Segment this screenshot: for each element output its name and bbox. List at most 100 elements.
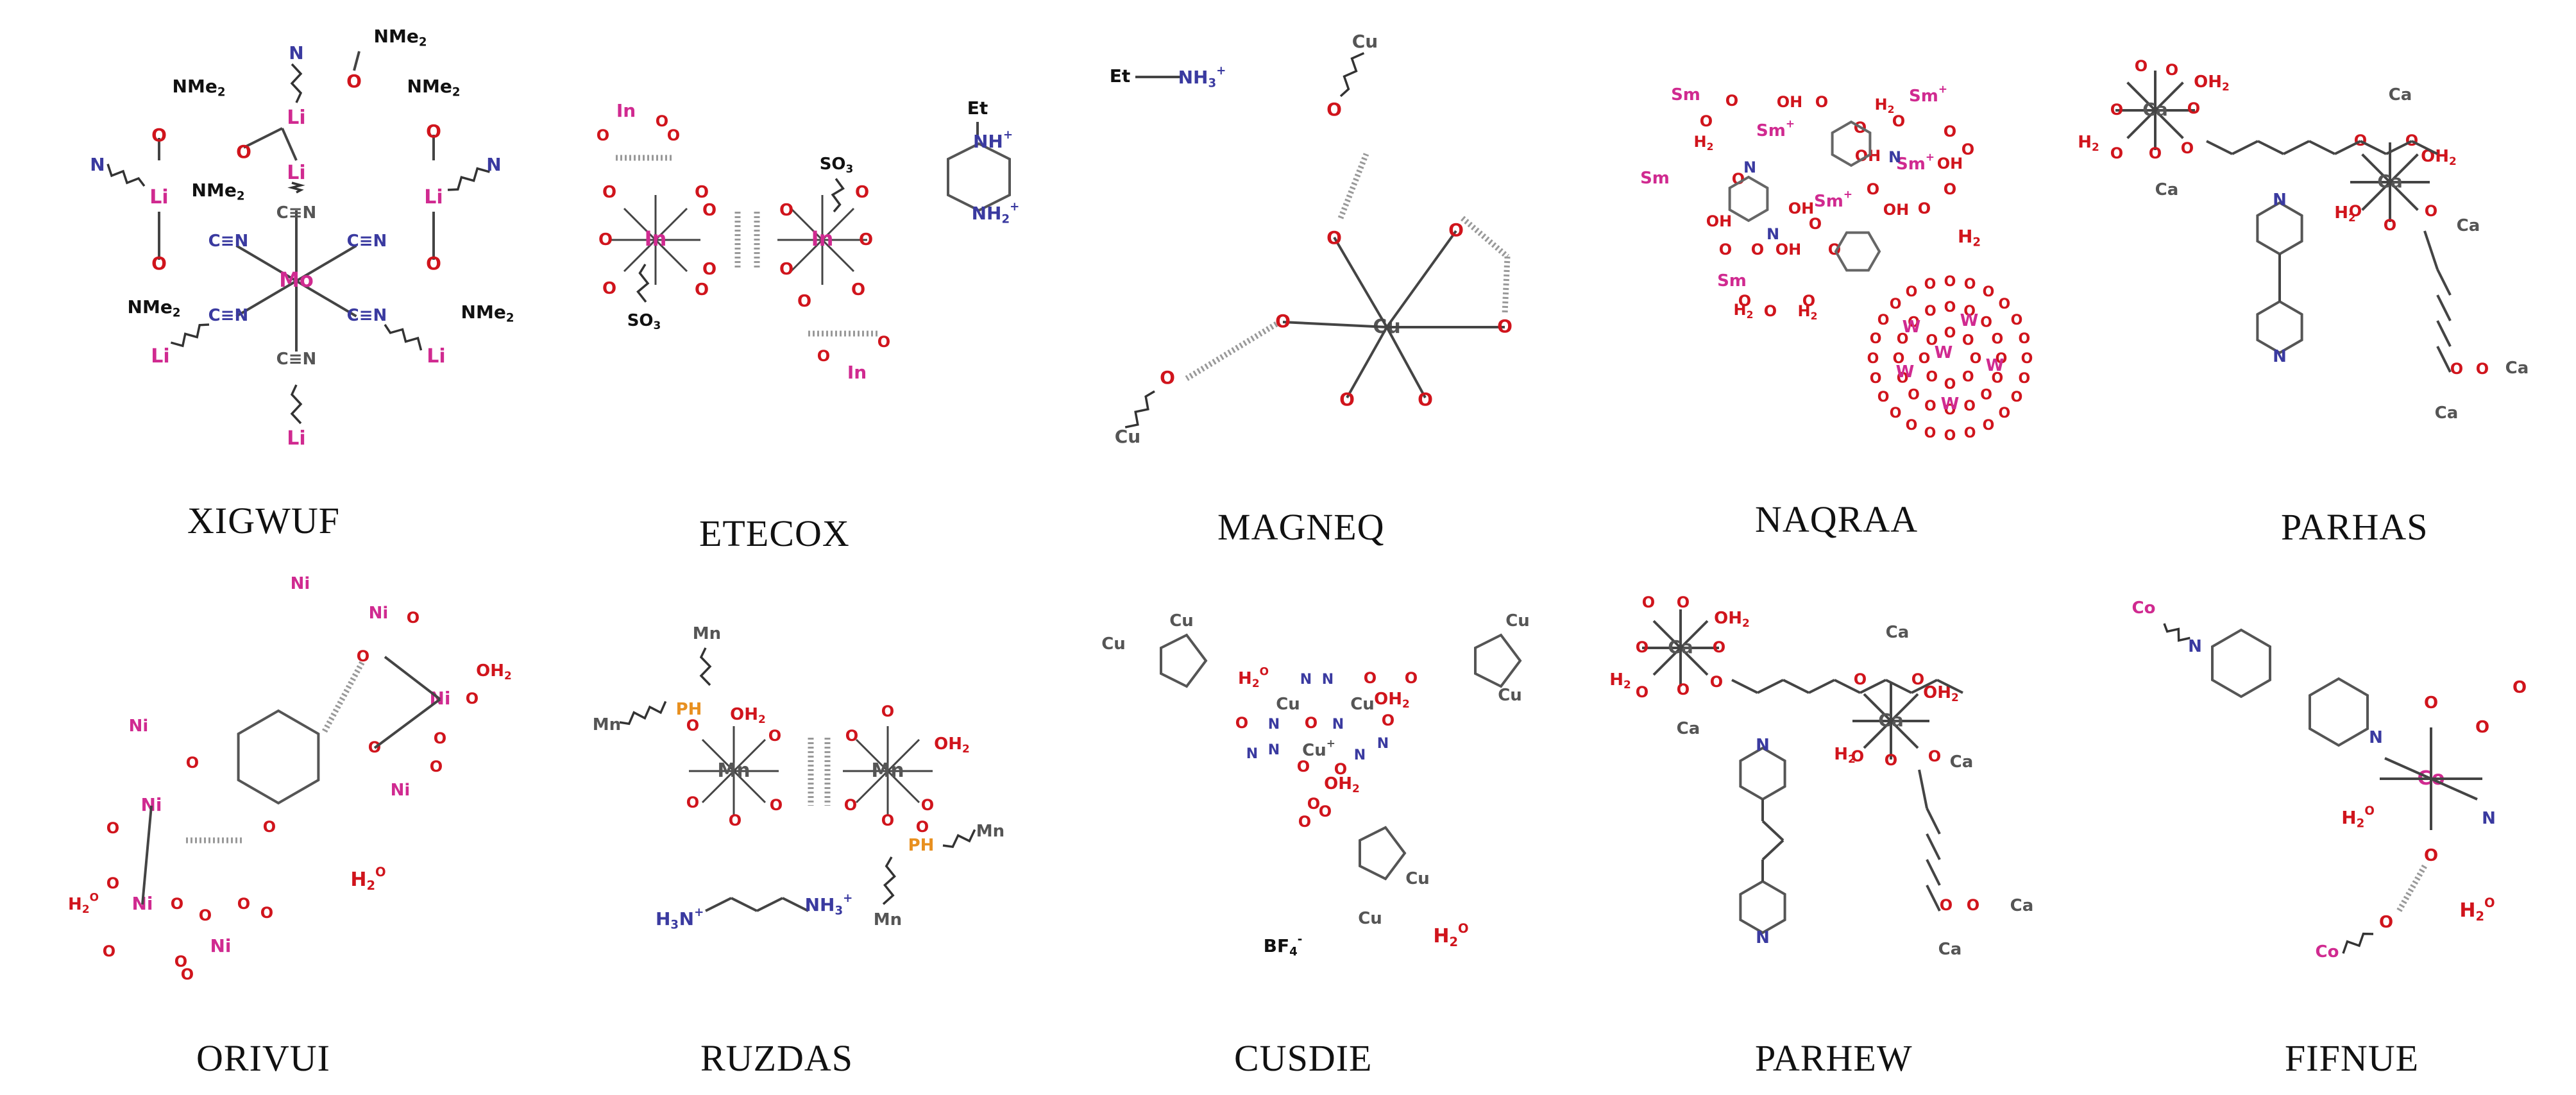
atom-label: O — [1980, 387, 1992, 403]
caption-magneq: MAGNEQ — [1217, 506, 1385, 548]
atom-label: O — [407, 609, 419, 627]
atom-label: O — [1897, 331, 1909, 347]
atom-label: O — [1298, 813, 1311, 831]
atom-label: O — [1964, 425, 1976, 441]
atom-label: C≡N — [347, 306, 387, 325]
aromatic-ring — [2309, 677, 2369, 747]
atom-label: O — [2384, 216, 2396, 234]
bond — [782, 897, 809, 912]
atom-label: C≡N — [276, 350, 317, 369]
atom-label: Ca — [2505, 359, 2529, 378]
atom-label: O — [1944, 274, 1956, 290]
atom-label: NMe2 — [407, 76, 461, 99]
bond — [2396, 864, 2427, 913]
atom-label: O — [1897, 371, 1909, 387]
atom-label: O — [1970, 351, 1982, 367]
bond — [1890, 720, 1919, 749]
aromatic-ring — [2211, 628, 2271, 699]
wavy-bond — [882, 856, 897, 905]
atom-label: O — [2019, 331, 2031, 347]
bond — [790, 239, 824, 273]
bond — [1918, 769, 1928, 809]
atom-label: O — [1992, 331, 2004, 347]
bond — [2436, 320, 2452, 347]
atom-label: OH2 — [730, 705, 766, 726]
atom-label: O — [426, 253, 441, 274]
atom-label: O — [2135, 57, 2148, 75]
atom-label: N — [90, 154, 105, 175]
atom-label: O — [881, 811, 894, 829]
atom-label: NMe2 — [173, 76, 226, 99]
atom-label: O — [1851, 747, 1864, 765]
atom-label: O — [2181, 139, 2194, 157]
bond — [1783, 679, 1809, 694]
wavy-bond — [287, 182, 305, 194]
atom-label: O — [1885, 751, 1897, 769]
atom-label: O — [430, 758, 443, 776]
atom-label: H2 — [1694, 133, 1714, 153]
structure-orivui: NiNiNiNiNiNiNiNiOOOOOOOOOOOOOOOOOOH2H2OH… — [68, 574, 512, 984]
atom-label: N — [1888, 148, 1901, 166]
atom-label: N — [1756, 928, 1770, 947]
bond — [1502, 256, 1511, 315]
wavy-bond — [942, 829, 976, 849]
atom-label: O — [1764, 302, 1777, 320]
bond — [1679, 620, 1709, 649]
atom-label: O — [779, 260, 793, 279]
bond — [2436, 294, 2452, 321]
atom-label: OH2 — [1324, 774, 1360, 795]
atom-label: Li — [149, 186, 168, 208]
atom-label: H2 — [1875, 96, 1895, 115]
atom-label: N — [1354, 747, 1366, 763]
caption-orivui: ORIVUI — [196, 1037, 330, 1079]
bond — [1936, 679, 1963, 694]
atom-label: O — [2425, 202, 2437, 220]
atom-label: O — [877, 333, 890, 351]
atom-label: O — [1944, 325, 1956, 341]
atom-label: O — [1967, 896, 1979, 914]
atom-label: H2 — [1609, 670, 1631, 691]
atom-label: O — [602, 183, 616, 202]
atom-label: O — [845, 727, 858, 745]
bond — [322, 659, 366, 733]
atom-label: O — [2354, 132, 2367, 149]
bond — [2384, 757, 2432, 780]
atom-label: NMe2 — [374, 26, 427, 49]
atom-label: Mn — [717, 760, 750, 782]
triazole-ring — [1474, 633, 1522, 688]
aromatic-ring — [1739, 746, 1786, 801]
atom-label: O — [2405, 132, 2418, 149]
atom-label: O — [1906, 284, 1918, 300]
atom-label: Ca — [2389, 85, 2412, 105]
bond — [1808, 679, 1835, 694]
atom-label: N — [1246, 746, 1258, 762]
bond — [2411, 140, 2438, 155]
bond — [2361, 181, 2391, 211]
atom-label: O — [1962, 369, 1974, 385]
bond — [1679, 647, 1709, 676]
bond — [855, 738, 889, 772]
atom-label: H2 — [1958, 226, 1981, 249]
bond — [2154, 109, 2184, 139]
atom-label: O — [1870, 331, 1882, 347]
atom-label: O — [1924, 303, 1936, 319]
atom-label: O — [1992, 371, 2004, 387]
atom-label: O — [598, 230, 613, 250]
atom-label: O — [2512, 678, 2527, 697]
atom-label: O — [2349, 202, 2362, 220]
atom-label: H2 — [2078, 133, 2099, 153]
bond — [2385, 140, 2412, 155]
atom-label: O — [921, 796, 934, 814]
bond — [2126, 109, 2157, 139]
atom-label: Ca — [1938, 940, 1962, 959]
atom-label: Sm+ — [1814, 188, 1852, 211]
atom-label: Mn — [593, 715, 621, 734]
bond — [2436, 269, 2452, 296]
atom-label: O — [1908, 387, 1920, 403]
atom-label: H2 — [2334, 203, 2356, 224]
bond — [243, 127, 283, 149]
atom-label: PH — [908, 836, 935, 855]
atom-label: H2 — [1834, 745, 1856, 765]
atom-label: O — [1448, 219, 1464, 241]
